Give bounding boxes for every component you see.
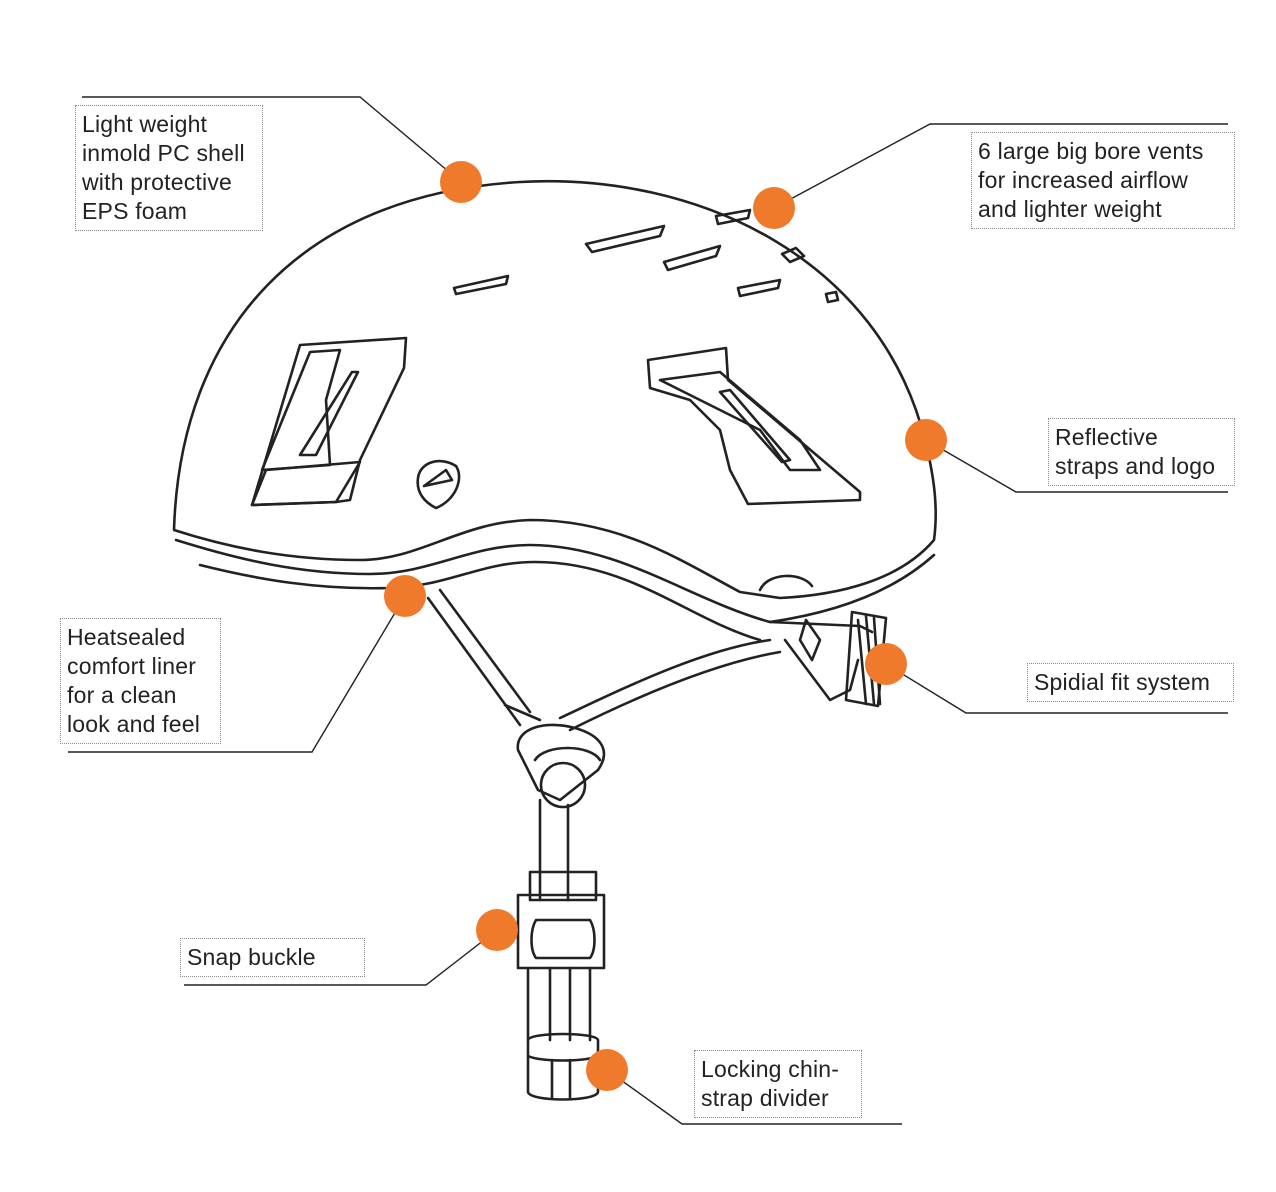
callout-shell-line: with protective	[82, 169, 233, 195]
leader-liner	[68, 595, 406, 753]
callout-dot-buckle	[476, 909, 518, 951]
callout-vents-line: for increased airflow	[978, 167, 1189, 193]
callout-liner: Heatsealed comfort liner for a clean loo…	[60, 618, 221, 744]
right-side-vent	[646, 346, 862, 506]
callout-shell-line: Light weight	[82, 111, 208, 137]
callout-divider-line: Locking chin-	[701, 1056, 840, 1082]
callout-liner-line: comfort liner	[67, 653, 197, 679]
callout-vents-line: and lighter weight	[978, 196, 1162, 222]
callout-reflective-line: Reflective	[1055, 424, 1158, 450]
callout-liner-line: Heatsealed	[67, 624, 186, 650]
callout-divider-line: strap divider	[701, 1085, 829, 1111]
callout-reflective-line: straps and logo	[1055, 453, 1216, 479]
callout-buckle: Snap buckle	[180, 938, 365, 977]
callout-shell-line: inmold PC shell	[82, 140, 245, 166]
leader-shell	[82, 96, 462, 183]
leader-fit	[885, 663, 1228, 714]
callout-shell: Light weight inmold PC shell with protec…	[75, 105, 263, 231]
callout-fit: Spidial fit system	[1027, 663, 1234, 702]
callout-dot-fit	[865, 643, 907, 685]
strap-junction	[516, 723, 606, 802]
chin-strap	[538, 798, 570, 902]
callout-dot-shell	[440, 161, 482, 203]
callout-reflective: Reflective straps and logo	[1048, 418, 1235, 486]
callout-vents-line: 6 large big bore vents	[978, 138, 1204, 164]
callout-vents: 6 large big bore vents for increased air…	[971, 132, 1235, 229]
top-vents	[452, 208, 840, 304]
callout-liner-line: look and feel	[67, 711, 201, 737]
callout-fit-line: Spidial fit system	[1034, 669, 1211, 695]
callout-dot-liner	[384, 575, 426, 617]
callout-shell-line: EPS foam	[82, 198, 188, 224]
leader-divider	[606, 1069, 902, 1125]
rear-strap	[558, 638, 782, 732]
callout-divider: Locking chin- strap divider	[694, 1050, 862, 1118]
leader-buckle	[184, 929, 498, 986]
helmet-shell	[172, 179, 938, 600]
snap-buckle-drawing	[516, 870, 606, 1042]
callout-buckle-line: Snap buckle	[187, 944, 316, 970]
helmet-rim-band-lower	[198, 560, 762, 642]
helmet-logo	[416, 459, 461, 510]
callout-liner-line: for a clean	[67, 682, 177, 708]
leader-vents	[773, 123, 1228, 209]
callout-dot-divider	[586, 1049, 628, 1091]
left-side-vent	[250, 336, 408, 507]
leader-reflective	[925, 439, 1228, 493]
callout-dot-vents	[753, 187, 795, 229]
helmet-rim-band	[174, 538, 936, 624]
front-strap	[426, 588, 542, 727]
callout-dot-reflective	[905, 419, 947, 461]
